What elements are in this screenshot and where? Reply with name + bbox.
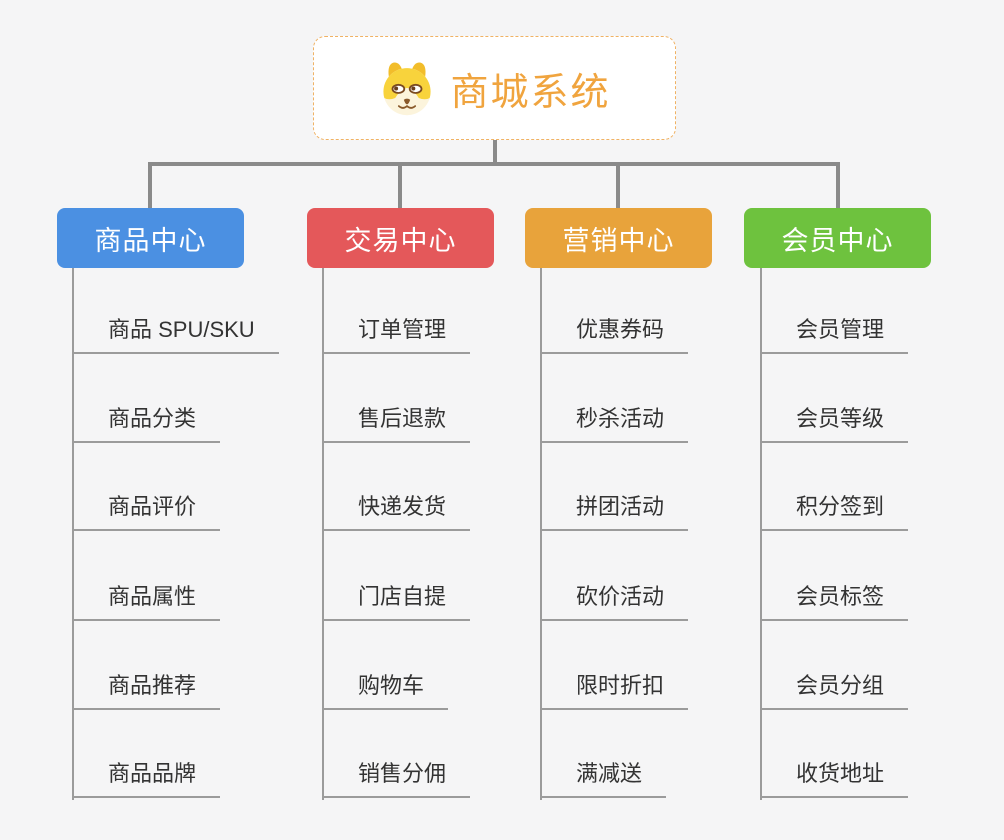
connector-horizontal-bar — [148, 162, 840, 166]
leaf-node[interactable]: 购物车 — [322, 668, 449, 710]
root-node[interactable]: 商城系统 — [313, 36, 676, 140]
connector-drop-member — [836, 162, 840, 208]
connector-drop-marketing — [616, 162, 620, 208]
leaf-node[interactable]: 会员管理 — [760, 312, 909, 354]
leaf-node[interactable]: 秒杀活动 — [540, 401, 689, 443]
leaf-node[interactable]: 收货地址 — [760, 756, 909, 798]
leaf-node[interactable]: 商品推荐 — [72, 668, 221, 710]
leaf-node[interactable]: 会员标签 — [760, 579, 909, 621]
branch-spine — [760, 268, 762, 800]
leaf-node[interactable]: 售后退款 — [322, 401, 471, 443]
connector-root-drop — [493, 139, 497, 164]
leaf-node[interactable]: 拼团活动 — [540, 489, 689, 531]
leaf-node[interactable]: 门店自提 — [322, 579, 471, 621]
leaf-node[interactable]: 订单管理 — [322, 312, 471, 354]
leaf-node[interactable]: 会员等级 — [760, 401, 909, 443]
leaf-node[interactable]: 快递发货 — [322, 489, 471, 531]
leaf-node[interactable]: 商品 SPU/SKU — [72, 312, 279, 354]
branch-spine — [72, 268, 74, 800]
leaf-node[interactable]: 积分签到 — [760, 489, 909, 531]
shiba-dog-icon — [378, 59, 436, 117]
branch-header-member[interactable]: 会员中心 — [744, 208, 931, 268]
connector-drop-trade — [398, 162, 402, 208]
branch-column-product: 商品 SPU/SKU 商品分类 商品评价 商品属性 商品推荐 商品品牌 — [72, 268, 317, 808]
leaf-node[interactable]: 满减送 — [540, 756, 667, 798]
branch-column-trade: 订单管理 售后退款 快递发货 门店自提 购物车 销售分佣 — [322, 268, 567, 808]
root-title: 商城系统 — [450, 71, 611, 114]
branch-spine — [540, 268, 542, 800]
leaf-node[interactable]: 砍价活动 — [540, 579, 689, 621]
branch-header-marketing[interactable]: 营销中心 — [525, 208, 712, 268]
leaf-node[interactable]: 销售分佣 — [322, 756, 471, 798]
branch-header-trade[interactable]: 交易中心 — [307, 208, 494, 268]
leaf-node[interactable]: 商品属性 — [72, 579, 221, 621]
leaf-node[interactable]: 商品评价 — [72, 489, 221, 531]
leaf-node[interactable]: 商品分类 — [72, 401, 221, 443]
leaf-node[interactable]: 商品品牌 — [72, 756, 221, 798]
connector-drop-product — [148, 162, 152, 208]
branch-header-product[interactable]: 商品中心 — [57, 208, 244, 268]
branch-column-marketing: 优惠券码 秒杀活动 拼团活动 砍价活动 限时折扣 满减送 — [540, 268, 785, 808]
branch-column-member: 会员管理 会员等级 积分签到 会员标签 会员分组 收货地址 — [760, 268, 1004, 808]
leaf-node[interactable]: 会员分组 — [760, 668, 909, 710]
branch-spine — [322, 268, 324, 800]
leaf-node[interactable]: 限时折扣 — [540, 668, 689, 710]
leaf-node[interactable]: 优惠券码 — [540, 312, 689, 354]
